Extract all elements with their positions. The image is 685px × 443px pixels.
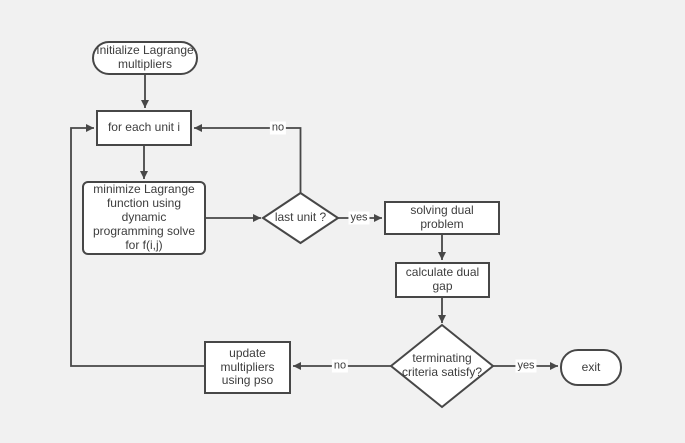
edge-update-loop-to-foreach [70, 124, 204, 367]
node-update-multipliers-label: update multipliers using pso [220, 345, 275, 388]
decision-last-unit-label: last unit ? [274, 210, 327, 225]
node-update-multipliers: update multipliers using pso [204, 341, 291, 394]
node-calculate-dual-gap: calculate dual gap [395, 262, 490, 298]
node-minimize-lagrange: minimize Lagrange function using dynamic… [82, 181, 206, 255]
node-initialize-multipliers-label: Initialize Lagrange multipliers [96, 43, 194, 71]
decision-terminating-criteria: terminating criteria satisfy? [389, 323, 495, 409]
edge-label-last-unit-yes: yes [348, 211, 370, 225]
node-solving-dual-problem-label: solving dual problem [410, 203, 474, 231]
node-solving-dual-problem: solving dual problem [384, 201, 500, 235]
node-initialize-multipliers: Initialize Lagrange multipliers [92, 41, 198, 75]
node-exit-label: exit [581, 359, 601, 374]
decision-last-unit: last unit ? [261, 191, 340, 245]
decision-terminating-criteria-label: terminating criteria satisfy? [401, 351, 483, 379]
node-for-each-unit-label: for each unit i [107, 120, 181, 135]
edge-label-last-unit-no: no [269, 121, 287, 135]
edge-lastunit-no-to-foreach [194, 124, 302, 193]
node-for-each-unit: for each unit i [96, 110, 192, 146]
node-exit: exit [560, 349, 622, 386]
edge-label-terminating-no: no [331, 359, 349, 373]
diamond-shape [389, 323, 495, 409]
node-calculate-dual-gap-label: calculate dual gap [405, 265, 480, 293]
edge-label-terminating-yes: yes [515, 359, 537, 373]
node-minimize-lagrange-label: minimize Lagrange function using dynamic… [92, 182, 196, 252]
diamond-shape [261, 191, 340, 245]
